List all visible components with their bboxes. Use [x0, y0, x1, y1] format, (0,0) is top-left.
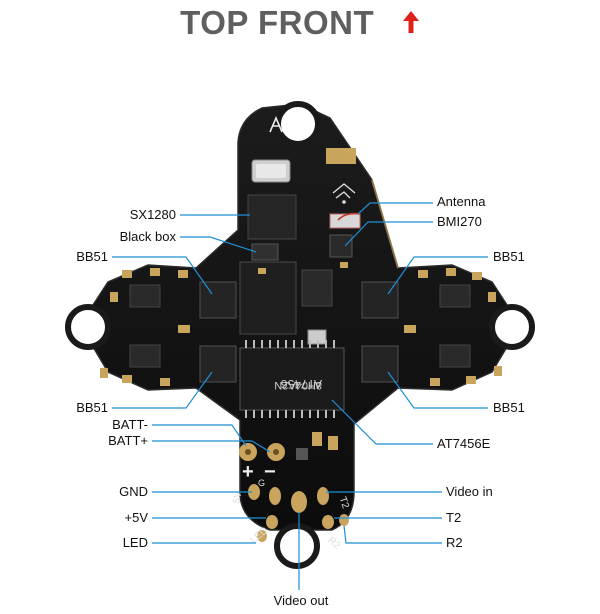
- title-text: TOP FRONT: [180, 4, 375, 41]
- signal-pads: [248, 484, 349, 542]
- battery-pads: [239, 443, 285, 461]
- label-antenna: Antenna: [437, 194, 486, 209]
- board-logo: [269, 115, 283, 133]
- led-pad: [257, 530, 267, 542]
- t2-pad: [322, 515, 334, 529]
- label-video-in: Video in: [446, 484, 493, 499]
- label-black-box: Black box: [119, 229, 176, 244]
- leader-bb51-tl: [112, 256, 213, 295]
- mount-hole-bottom: [274, 523, 320, 569]
- silk-g: G: [258, 478, 265, 488]
- label-r2: R2: [446, 535, 463, 550]
- gold-pads: [100, 262, 502, 386]
- antenna-pad: [326, 148, 356, 164]
- label-gnd: GND: [119, 484, 148, 499]
- flight-controller-board: [79, 103, 521, 531]
- antenna-connector: [329, 213, 361, 229]
- label-bb51-top-right: BB51: [493, 249, 525, 264]
- bmi270-chip: [329, 234, 353, 258]
- blackbox-chip: [251, 243, 279, 261]
- mcu-chip: [239, 261, 297, 335]
- leader-blackbox: [180, 236, 257, 253]
- leader-batt-minus: [152, 424, 247, 447]
- label-5v: +5V: [124, 510, 149, 525]
- silk-minus: −: [264, 461, 276, 483]
- 5v-pad: [266, 515, 278, 529]
- leader-antenna: [357, 202, 433, 215]
- label-video-out: Video out: [273, 593, 329, 608]
- at7456-chip: [239, 347, 345, 411]
- label-bb51-bottom-left: BB51: [76, 400, 108, 415]
- video-gnd-pad: [269, 487, 281, 505]
- chip-marking-1: AT7456: [281, 377, 322, 391]
- sx1280-chip: [247, 194, 297, 240]
- gnd-pad: [248, 484, 260, 500]
- label-bb51-top-left: BB51: [76, 249, 108, 264]
- chip-marking-2: 8H04A2N: [274, 379, 322, 391]
- label-batt-minus: BATT-: [112, 417, 148, 432]
- mounting-holes: [65, 101, 535, 569]
- wifi-icon: [335, 191, 351, 199]
- label-bmi270: BMI270: [437, 214, 482, 229]
- leader-at7456e: [331, 399, 433, 445]
- leader-bmi270: [344, 221, 433, 247]
- mount-hole-right: [489, 304, 535, 350]
- label-sx1280: SX1280: [129, 207, 176, 222]
- label-at7456e: AT7456E: [437, 436, 491, 451]
- leader-bb51-br: [387, 371, 488, 409]
- video-in-pad: [317, 487, 329, 505]
- mount-hole-left: [65, 304, 111, 350]
- page-title: TOP FRONT: [0, 4, 600, 42]
- bb51-chip-bottom-right: [361, 345, 399, 383]
- bb51-chip-top-left: [199, 281, 237, 319]
- silk-5v: 5V: [231, 490, 244, 504]
- label-bb51-bottom-right: BB51: [493, 400, 525, 415]
- at7456-pins: [245, 340, 335, 418]
- leader-lines: [112, 202, 488, 590]
- silk-r2: R2: [325, 535, 342, 552]
- red-up-arrow-icon: [402, 4, 420, 42]
- leader-batt-plus: [152, 440, 271, 453]
- label-batt-plus: BATT+: [108, 433, 148, 448]
- leader-r2: [343, 525, 442, 544]
- label-t2: T2: [446, 510, 462, 525]
- mount-hole-top: [275, 101, 321, 147]
- silk-t2: T2: [336, 495, 350, 510]
- leader-bb51-tr: [387, 256, 488, 295]
- silk-plus: +: [242, 461, 254, 483]
- r2-pad: [339, 514, 349, 526]
- bb51-chip-bottom-left: [199, 345, 237, 383]
- leader-bb51-bl: [112, 371, 213, 409]
- video-out-pad: [291, 491, 307, 513]
- label-led: LED: [122, 535, 148, 550]
